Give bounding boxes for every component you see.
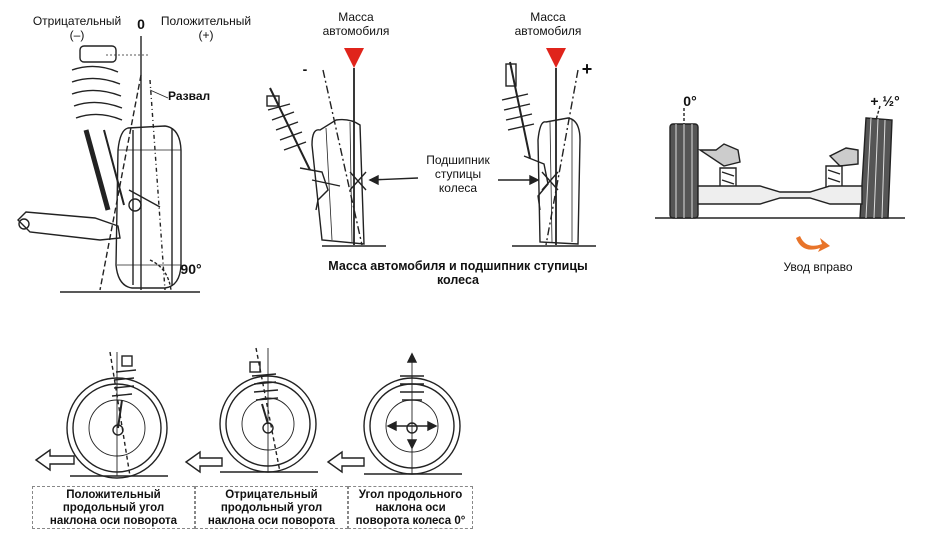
positive-camber-label: Положительный (+)	[160, 14, 252, 42]
camber-label: Развал	[168, 89, 211, 103]
caster-caption-negative: Отрицательный продольный угол наклона ос…	[195, 486, 348, 529]
mass-bearing-drawing	[266, 48, 596, 247]
drift-arrow-icon	[796, 236, 830, 252]
mass-triangle-left	[344, 48, 364, 68]
minus-sign: -	[302, 61, 308, 77]
vehicle-mass-label-right: Масса автомобиля	[514, 10, 582, 38]
zero-label: 0	[137, 16, 145, 32]
vehicle-mass-label-left: Масса автомобиля	[322, 10, 390, 38]
caster-drawing	[34, 347, 462, 479]
mass-triangle-right	[546, 48, 566, 68]
plus-sign: +	[581, 59, 593, 79]
camber-drawing	[17, 36, 200, 293]
left-wheel-angle: 0°	[683, 93, 697, 109]
right-angle-label: 90°	[180, 261, 202, 277]
drift-drawing	[655, 105, 905, 252]
hub-bearing-label: Подшипник ступицы колеса	[426, 153, 490, 195]
mass-bearing-caption: Масса автомобиля и подшипник ступицы кол…	[328, 259, 588, 287]
right-wheel-angle: + ½°	[870, 93, 900, 109]
caster-caption-zero: Угол продольного наклона оси поворота ко…	[348, 486, 473, 529]
drift-caption: Увод вправо	[783, 260, 853, 274]
caster-caption-positive: Положительный продольный угол наклона ос…	[32, 486, 195, 529]
negative-camber-label: Отрицательный (–)	[32, 14, 122, 42]
